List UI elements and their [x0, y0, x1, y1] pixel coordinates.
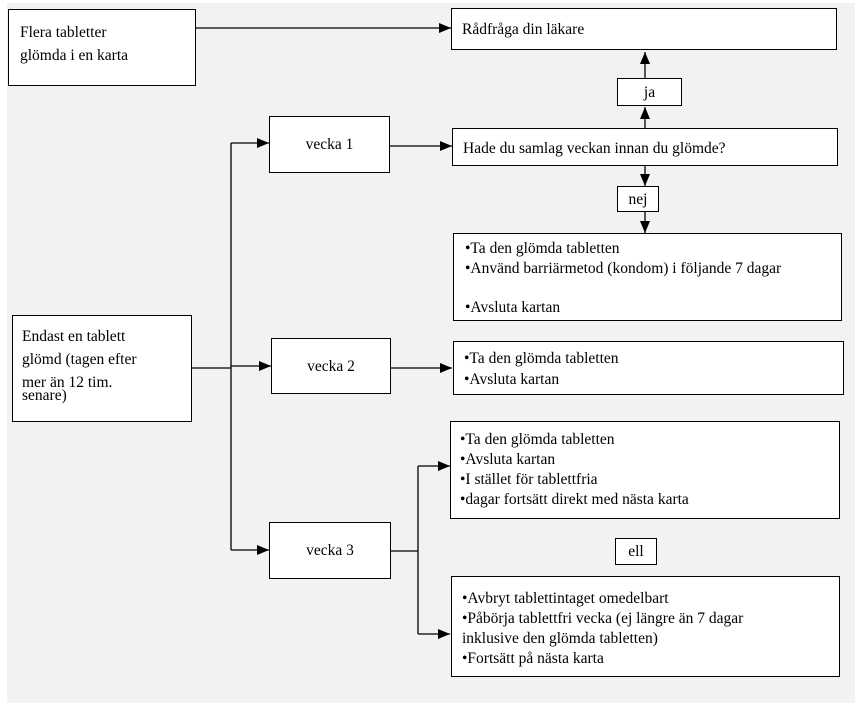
- node-radfraga: Rådfråga din läkare: [451, 8, 837, 50]
- endast-line-2: glömd (tagen efter: [22, 351, 137, 368]
- node-vecka-2: vecka 2: [271, 338, 391, 394]
- info3-line-3: •I stället för tablettfria: [460, 471, 598, 488]
- node-week3-option-a: •Ta den glömda tabletten •Avsluta kartan…: [450, 421, 840, 519]
- label-ell: ell: [615, 538, 657, 565]
- info4-line-1: •Avbryt tablettintaget omedelbart: [462, 590, 669, 607]
- info4-line-2: •Påbörja tablettfri vecka (ej längre än …: [462, 610, 744, 627]
- flera-line-1: Flera tabletter: [20, 24, 107, 41]
- nej-text: nej: [628, 190, 648, 208]
- node-week2-instructions: •Ta den glömda tabletten •Avsluta kartan: [453, 341, 844, 395]
- label-ja: ja: [617, 78, 682, 106]
- ell-text: ell: [628, 543, 644, 560]
- endast-line-4: senare): [22, 387, 67, 404]
- info1-line-3: [465, 278, 841, 298]
- node-flera-tabletter: Flera tabletter glömda i en karta: [8, 9, 196, 86]
- info3-line-2: •Avsluta kartan: [460, 451, 556, 468]
- vecka1-text: vecka 1: [305, 136, 354, 153]
- vecka3-text: vecka 3: [306, 542, 354, 559]
- endast-line-1: Endast en tablett: [22, 328, 126, 345]
- info3-line-4: •dagar fortsätt direkt med nästa karta: [460, 491, 689, 508]
- info2-line-1: •Ta den glömda tabletten: [464, 350, 619, 367]
- info1-line-1: •Ta den glömda tabletten: [465, 240, 620, 257]
- label-nej: nej: [617, 186, 659, 212]
- endast-line-3: mer än 12 tim.: [22, 374, 113, 387]
- node-hade-du-samlag: Hade du samlag veckan innan du glömde?: [452, 128, 838, 166]
- radfraga-text: Rådfråga din läkare: [462, 21, 585, 38]
- node-vecka-3: vecka 3: [269, 522, 391, 579]
- node-vecka-1: vecka 1: [269, 116, 390, 173]
- ja-text: ja: [643, 83, 656, 101]
- hade-du-text: Hade du samlag veckan innan du glömde?: [463, 140, 726, 157]
- info1-line-4: •Avsluta kartan: [465, 298, 561, 316]
- info4-line-4: •Fortsätt på nästa karta: [462, 650, 604, 667]
- node-week1-instructions: •Ta den glömda tabletten •Använd barriär…: [453, 233, 842, 321]
- flera-line-2: glömda i en karta: [20, 47, 129, 64]
- node-week3-option-b: •Avbryt tablettintaget omedelbart •Påbör…: [451, 576, 840, 677]
- info3-line-1: •Ta den glömda tabletten: [460, 431, 615, 448]
- vecka2-text: vecka 2: [307, 357, 355, 375]
- info2-line-2: •Avsluta kartan: [464, 371, 560, 388]
- info4-line-3: inklusive den glömda tabletten): [462, 630, 658, 647]
- node-endast-en-tablett: Endast en tablett glömd (tagen efter mer…: [12, 315, 192, 422]
- info1-line-2: •Använd barriärmetod (kondom) i följande…: [465, 259, 782, 277]
